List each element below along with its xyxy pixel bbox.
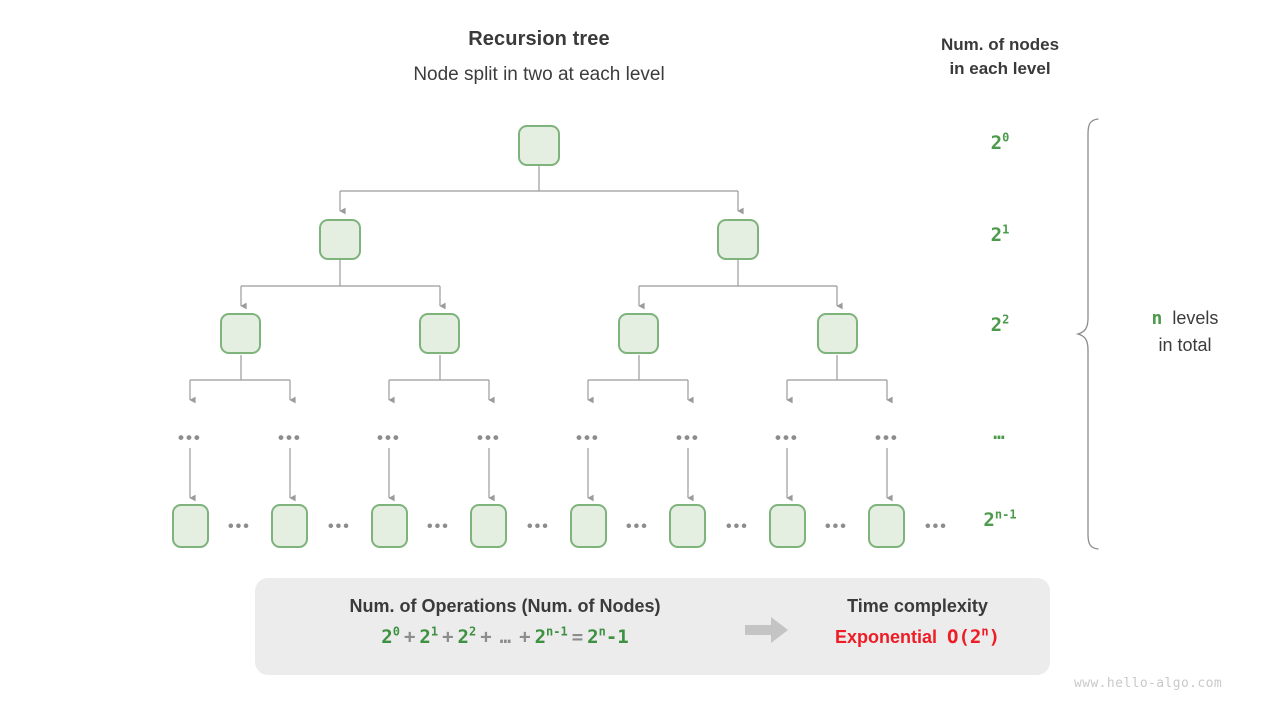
tree-node[interactable] [220,313,261,354]
total-levels-word: levels [1172,308,1219,328]
total-levels-label: n levels in total [1110,305,1260,358]
nodes-per-level-heading-line1: Num. of nodes [940,35,1060,54]
tree-leaf-node[interactable] [371,504,408,548]
tree-node[interactable] [618,313,659,354]
right-arrow-icon [745,617,788,643]
tree-ellipsis: ••• [775,428,799,447]
formula-op-plus-3: + [480,626,492,648]
summary-box [255,578,1050,675]
formula-term-2: 22 [457,624,477,648]
level-count-base-2: 2 [990,314,1003,336]
formula-ellipsis: … [499,626,512,648]
tree-node[interactable] [717,219,759,260]
tree-leaf-node[interactable] [769,504,806,548]
tree-node[interactable] [319,219,361,260]
leaf-gap-ellipsis: ••• [328,518,351,535]
operations-summary: Num. of Operations (Num. of Nodes) 20+21… [275,596,735,648]
complexity-value: Exponential O(2n) [800,626,1035,648]
tree-leaf-node[interactable] [868,504,905,548]
formula-term-last: 2n-1 [534,624,568,648]
level-count-exp-0: 0 [1002,130,1010,145]
watermark: www.hello-algo.com [1074,676,1223,691]
level-count-label-1: 21 [940,224,1060,246]
complexity-heading: Time complexity [847,596,988,616]
leaf-gap-ellipsis: ••• [726,518,749,535]
formula-term-0: 20 [381,624,400,648]
tree-node[interactable] [419,313,460,354]
tree-ellipsis: ••• [576,428,600,447]
operations-heading: Num. of Operations (Num. of Nodes) [349,596,661,616]
tree-leaf-node[interactable] [570,504,607,548]
operations-formula: 20+21+22+…+2n-1=2n-1 [275,626,735,648]
level-count-label-0: 20 [940,132,1060,154]
tree-node-root[interactable] [518,125,560,166]
tree-leaf-node[interactable] [470,504,507,548]
formula-op-equals: = [571,626,584,648]
tree-ellipsis: ••• [477,428,501,447]
tree-leaf-node[interactable] [172,504,209,548]
tree-ellipsis: ••• [377,428,401,447]
nodes-per-level-heading: Num. of nodes in each level [900,33,1100,81]
level-count-base-1: 2 [990,224,1003,246]
levels-brace [1075,118,1099,550]
leaf-gap-ellipsis: ••• [228,518,251,535]
level-count-label-ellipsis: … [993,422,1007,444]
level-count-exp-last: n-1 [994,507,1017,522]
level-count-label-2: 22 [940,314,1060,336]
tree-leaf-node[interactable] [271,504,308,548]
formula-op-plus-2: + [442,626,454,648]
formula-op-plus-1: + [403,626,416,648]
leaf-gap-ellipsis: ••• [427,518,450,535]
leaf-gap-ellipsis: ••• [925,518,948,535]
tree-ellipsis: ••• [278,428,302,447]
tree-ellipsis: ••• [676,428,700,447]
nodes-per-level-heading-line2: in each level [949,59,1051,78]
total-levels-variable: n [1151,308,1163,329]
total-levels-line2: in total [1158,335,1212,355]
level-count-exp-1: 1 [1002,222,1010,237]
level-count-exp-2: 2 [1002,312,1010,327]
formula-op-plus-4: + [519,626,531,648]
complexity-name: Exponential [834,627,937,647]
tree-leaf-node[interactable] [669,504,706,548]
tree-ellipsis: ••• [178,428,202,447]
formula-result: 2n-1 [587,624,629,648]
leaf-gap-ellipsis: ••• [825,518,848,535]
leaf-gap-ellipsis: ••• [626,518,649,535]
leaf-gap-ellipsis: ••• [527,518,550,535]
tree-ellipsis: ••• [875,428,899,447]
complexity-big-o: O(2n) [947,624,1001,648]
level-count-base-last: 2 [983,509,995,531]
page-subtitle: Node split in two at each level [413,64,665,85]
total-levels-line1: n levels [1110,305,1260,332]
complexity-summary: Time complexity Exponential O(2n) [800,596,1035,648]
formula-term-1: 21 [419,624,439,648]
tree-node[interactable] [817,313,858,354]
page-title: Recursion tree [468,28,610,50]
level-count-label-last: 2n-1 [940,509,1060,531]
level-count-base-0: 2 [990,132,1003,154]
